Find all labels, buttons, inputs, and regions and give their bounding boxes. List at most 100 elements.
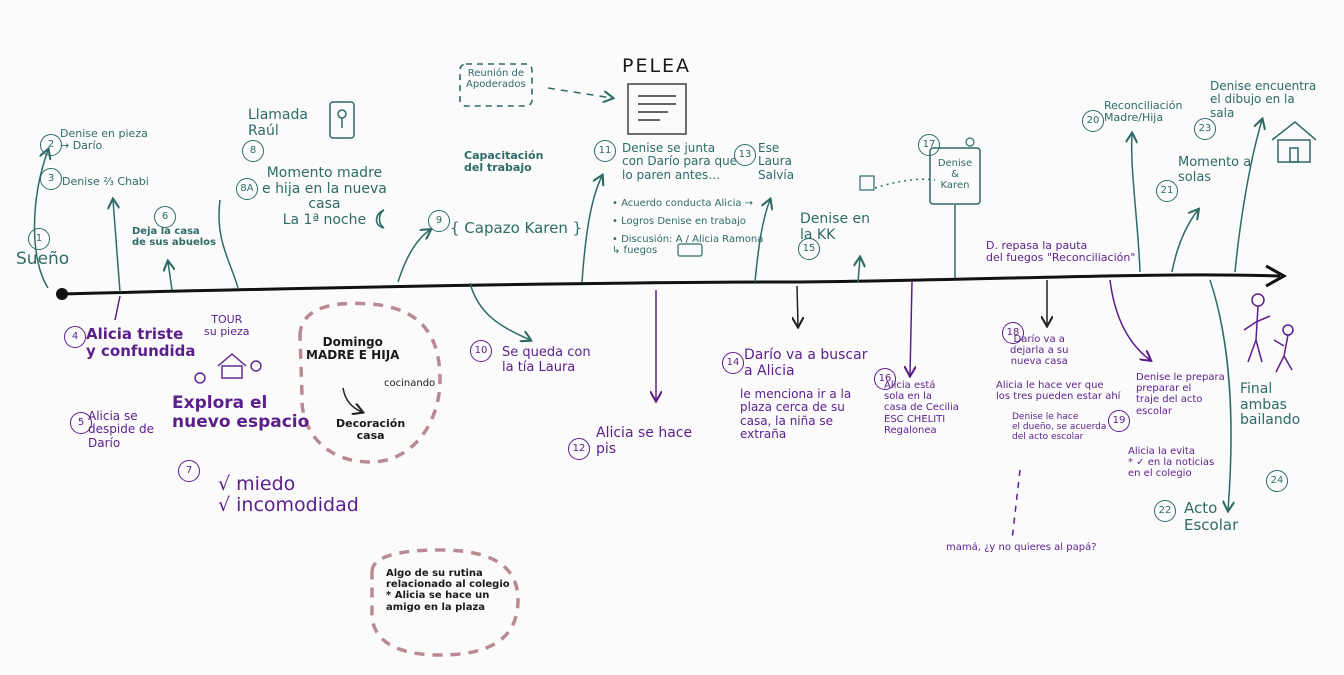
note-alicia-triste: Alicia triste y confundida [86,325,196,360]
note-denise-pieza: Denise en pieza → Darío [60,127,148,153]
connector-deja-casa [168,262,172,291]
connector-capazo [397,230,430,283]
connector-prepara [1109,279,1150,360]
denise-karen-card [929,147,981,205]
connector-sueno [33,150,49,289]
connector-dario-va [797,285,798,326]
connector-dotted-kk [874,178,936,189]
dashed-bubble-rutina [370,548,520,657]
number-badge-7: 7 [178,460,200,482]
number-badge-20: 20 [1082,110,1104,132]
note-bullet-2: • Logros Denise en trabajo [612,216,747,227]
number-badge-13: 13 [734,144,756,166]
note-denise-encuentra: Denise encuentra el dibujo en la sala [1210,79,1317,120]
note-llamada: Llamada Raúl [248,107,308,139]
note-denise-prepara: Denise le prepara preparar el traje del … [1136,372,1225,417]
note-denise-luz: Denise le hace el dueño, se acuerda del … [1012,412,1107,443]
number-badge-8a: 8A [236,178,258,200]
number-badge-2: 2 [40,134,62,156]
number-badge-3: 3 [40,168,62,190]
note-rutina: Algo de su rutina relacionado al colegio… [386,568,510,613]
note-sueno: Sueño [16,249,70,269]
timeline-start-dot [56,288,68,300]
note-bullet-1: • Acuerdo conducta Alicia → [612,198,754,209]
note-alicia-ve: Alicia le hace ver que los tres pueden e… [996,380,1121,403]
connector-reconciliacion [1132,134,1141,273]
note-denise-kk: Denise en la KK [800,211,870,243]
connector-ese-laura [754,200,770,283]
note-cocinando: cocinando [384,378,436,389]
connector-acto [1209,279,1231,510]
note-final: Final ambas bailando [1240,381,1301,429]
connector-alicia-triste [114,295,121,321]
connector-encuentra [1234,120,1262,273]
timeline-arrowhead [1265,264,1288,288]
note-alicia-hace-pis: Alicia se hace pis [596,425,693,457]
note-denise-chabi: Denise ⅔ Chabi [62,175,149,188]
connector-pelea [547,87,612,98]
number-badge-22: 22 [1154,500,1176,522]
connector-denise-junta [581,176,602,283]
note-denise-junta: Denise se junta con Darío para que lo pa… [622,141,738,182]
note-alicia-despide: Alicia se despide de Darío [88,409,155,450]
dashed-box-reunion [459,63,533,107]
note-lo-menciona: le menciona ir a la plaza cerca de su ca… [740,387,852,442]
number-badge-16: 16 [874,368,896,390]
note-reunion: Reunión de Apoderados [466,68,526,91]
number-badge-15: 15 [798,238,820,260]
note-dario-deja: Darío va a dejarla a su nueva casa [1010,334,1069,368]
note-ese-laura: Ese Laura Salvía [758,141,795,182]
number-badge-18: 18 [1002,322,1024,344]
connector-solas [1171,210,1198,273]
flower-icon [965,137,975,147]
number-badge-5: 5 [70,412,92,434]
connector-domingo [342,387,362,412]
note-queda-tia: Se queda con la tía Laura [502,345,591,375]
number-badge-10: 10 [470,340,492,362]
moon-icon [375,209,385,229]
note-mama-papa: mamá, ¿y no quieres al papá? [946,542,1097,553]
connector-alicia-queda [910,281,912,375]
note-deja-casa: Deja la casa de sus abuelos [132,226,216,249]
connector-mama-papa [1011,469,1021,541]
number-badge-1: 1 [28,228,50,250]
number-badge-9: 9 [428,210,450,232]
van-icon [677,243,703,257]
number-badge-11: 11 [594,140,616,162]
note-capazo: { Capazo Karen } [450,219,583,237]
note-denise-karen: Denise & Karen [937,158,973,192]
number-badge-14: 14 [722,352,744,374]
house-icon [194,353,262,384]
number-badge-23: 23 [1194,118,1216,140]
number-badge-4: 4 [64,326,86,348]
timeline-line [61,273,1281,296]
note-dario-va: Darío va a buscar a Alicia [744,347,868,379]
dashed-bubble-domingo [298,301,442,464]
house-sketch-icon [1271,121,1317,163]
note-miedo: √ miedo √ incomodidad [218,473,359,517]
note-reconciliacion: Reconciliación Madre/Hija [1104,99,1183,125]
note-acto-escolar: Acto Escolar [1184,499,1239,534]
note-pelea: PELEA [622,55,692,77]
note-decoracion: Decoración casa [336,417,406,443]
number-badge-19: 19 [1108,410,1130,432]
number-badge-21: 21 [1156,180,1178,202]
dancing-figures-icon [1243,293,1294,373]
number-badge-6: 6 [154,206,176,228]
phone-icon [329,101,355,139]
note-tour: TOUR su pieza [204,313,250,339]
note-domingo: Domingo MADRE E HIJA [306,335,400,363]
connector-chabi [113,200,121,293]
note-momento-solas: Momento a solas [1178,155,1252,185]
note-momento-madre: Momento madre e hija en la nueva casa La… [262,165,387,229]
connector-kk [858,258,860,283]
number-badge-8: 8 [242,140,264,162]
small-frame-icon [859,175,875,191]
number-badge-17: 17 [918,134,940,156]
note-d-repasa: D. repasa la pauta del fuegos "Reconcili… [986,239,1136,265]
connector-momento-madre [218,199,239,289]
note-alicia-evita: Alicia la evita * ✓ en la noticias en el… [1128,446,1215,480]
note-bullet-3: • Discusión: A / Alicia Ramona ↳ fuegos [612,234,764,257]
note-alicia-queda: Alicia está sola en la casa de Cecilia E… [884,380,959,436]
